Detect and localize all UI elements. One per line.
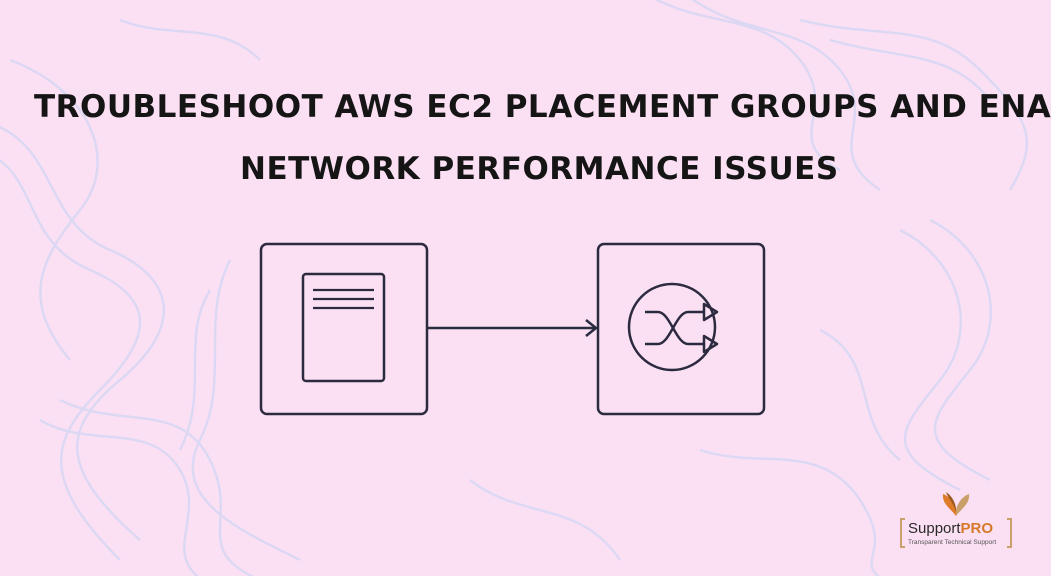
shuffle-icon [627, 282, 719, 372]
logo-bracket-right [1007, 518, 1012, 548]
page-title-line-1: TROUBLESHOOT AWS EC2 PLACEMENT GROUPS AN… [34, 89, 1051, 125]
supportpro-logo: SupportPRO Transparent Technical Support [896, 488, 1016, 558]
logo-tagline: Transparent Technical Support [908, 539, 997, 546]
target-node [596, 242, 766, 416]
page-title-line-2: NETWORK PERFORMANCE ISSUES [240, 151, 839, 187]
logo-name-support: Support [908, 520, 961, 537]
flow-diagram [259, 242, 766, 416]
document-icon [301, 272, 386, 383]
arrow-right-icon [427, 319, 599, 337]
logo-wordmark: SupportPRO [908, 520, 993, 537]
butterfly-logo-icon [942, 492, 970, 516]
background-pattern [0, 0, 1029, 576]
logo-name-pro: PRO [960, 520, 994, 537]
source-node [259, 242, 429, 416]
logo-bracket-left [900, 518, 905, 548]
